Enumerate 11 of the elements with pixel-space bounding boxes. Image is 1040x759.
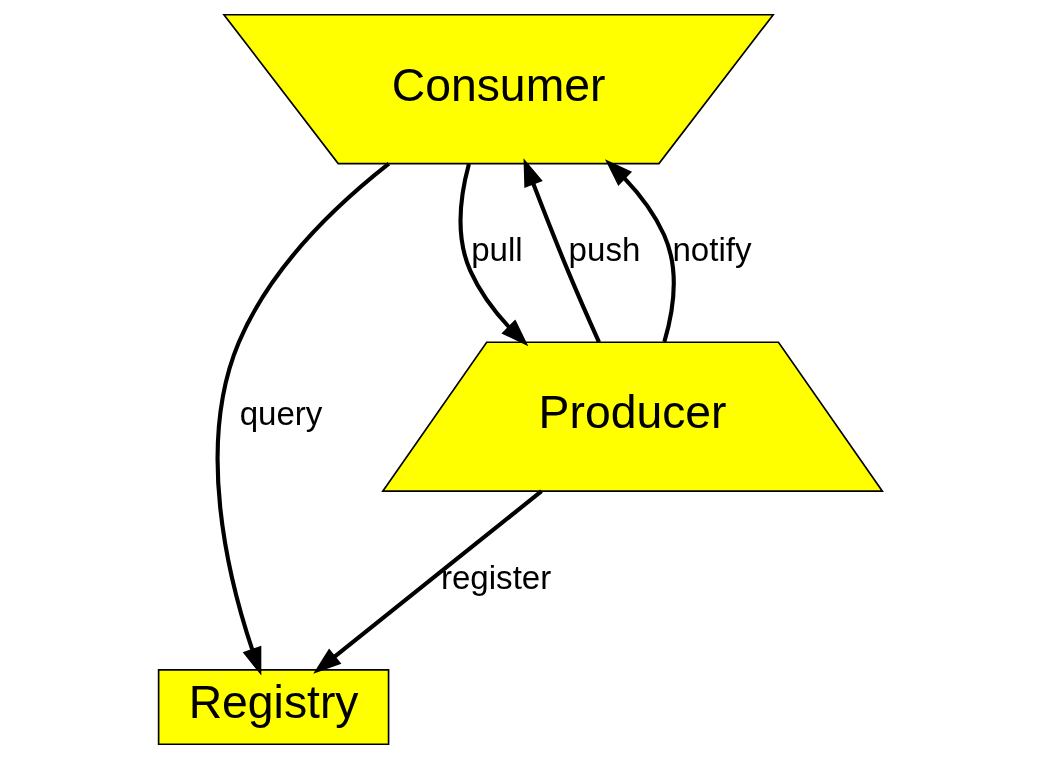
edge-label: register — [440, 558, 551, 596]
arrow — [215, 162, 390, 676]
arrow — [312, 489, 543, 674]
arrow — [458, 163, 528, 347]
edge-label: push — [568, 231, 640, 269]
arrow — [604, 159, 676, 343]
edge-label: query — [239, 394, 322, 432]
arrow — [523, 158, 601, 344]
edge-label: pull — [470, 231, 523, 269]
node-box: Registry — [157, 669, 389, 746]
edge-label: notify — [671, 231, 752, 269]
